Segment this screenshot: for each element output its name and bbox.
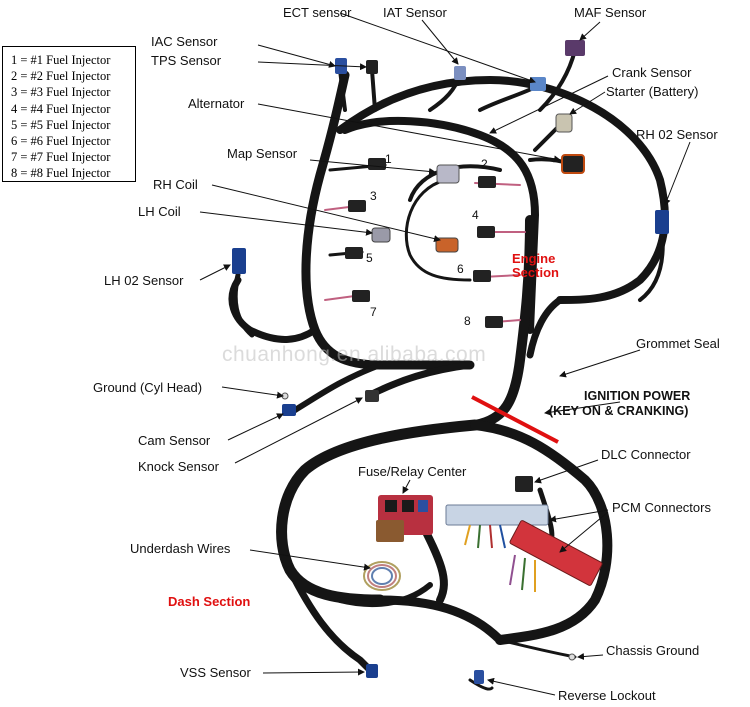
connectors <box>232 40 669 684</box>
crank-connector <box>555 113 573 133</box>
label-reverse-lockout: Reverse Lockout <box>558 688 656 703</box>
fuse-relay-base <box>376 520 404 542</box>
injector-number-1: 1 <box>385 152 392 166</box>
iat-connector <box>454 66 466 80</box>
leader-lines <box>199 12 691 696</box>
injector-number-6: 6 <box>457 262 464 276</box>
ignition-power-marker <box>471 395 559 444</box>
label-engine-section: Engine Section <box>512 251 559 280</box>
label-crank-sensor: Crank Sensor <box>612 65 692 80</box>
legend-item: 1 = #1 Fuel Injector <box>11 53 111 67</box>
label-starter: Starter (Battery) <box>606 84 699 99</box>
injector-1 <box>368 158 386 170</box>
label-alternator: Alternator <box>188 96 245 111</box>
injector-4 <box>477 226 495 238</box>
legend-item: 8 = #8 Fuel Injector <box>11 166 111 181</box>
map-connector <box>436 164 460 184</box>
label-maf-sensor: MAF Sensor <box>574 5 647 20</box>
legend-item: 2 = #2 Fuel Injector <box>11 69 111 84</box>
label-dash-section: Dash Section <box>168 594 251 609</box>
legend-item: 4 = #4 Fuel Injector <box>11 101 111 116</box>
label-iac-sensor: IAC Sensor <box>151 34 218 49</box>
reverse-connector <box>474 670 484 684</box>
injector-number-7: 7 <box>370 305 377 319</box>
label-vss-sensor: VSS Sensor <box>180 665 251 680</box>
knock-connector <box>365 390 379 402</box>
injector-number-3: 3 <box>370 189 377 203</box>
label-iat-sensor: IAT Sensor <box>383 5 447 20</box>
legend-item: 5 = #5 Fuel Injector <box>11 117 111 132</box>
injector-number-4: 4 <box>472 208 479 222</box>
label-ignition-power: IGNITION POWER <box>584 389 691 403</box>
injector-8 <box>485 316 503 328</box>
legend-item: 3 = #3 Fuel Injector <box>11 85 111 100</box>
cam-connector <box>282 404 296 416</box>
label-pcm-connectors: PCM Connectors <box>612 500 711 515</box>
label-grommet-seal: Grommet Seal <box>636 336 720 351</box>
label-dlc-connector: DLC Connector <box>601 447 691 462</box>
injector-3 <box>348 200 366 212</box>
label-lh-o2-sensor: LH 02 Sensor <box>104 273 184 288</box>
maf-connector <box>565 40 585 56</box>
injector-7 <box>352 290 370 302</box>
label-chassis-ground: Chassis Ground <box>606 643 700 658</box>
tps-connector <box>366 60 378 74</box>
label-tps-sensor: TPS Sensor <box>151 53 222 68</box>
vss-connector <box>366 664 378 678</box>
chassis-ground-terminal <box>568 653 576 661</box>
alternator-connector <box>561 154 585 174</box>
label-ect-sensor: ECT sensor <box>283 5 352 20</box>
legend-item: 6 = #6 Fuel Injector <box>11 134 111 149</box>
label-fuse-relay-center: Fuse/Relay Center <box>358 464 467 479</box>
label-map-sensor: Map Sensor <box>227 146 298 161</box>
lh-coil-connector <box>435 237 459 253</box>
pcm-connector-blue <box>445 504 549 526</box>
ect-connector <box>530 77 546 91</box>
label-rh-coil: RH Coil <box>153 177 198 192</box>
dlc-connector <box>515 476 533 492</box>
watermark: chuanhong.en.alibaba.com <box>222 343 487 366</box>
injector-number-8: 8 <box>464 314 471 328</box>
injector-5 <box>345 247 363 259</box>
label-cam-sensor: Cam Sensor <box>138 433 211 448</box>
rh-coil-connector <box>371 227 391 243</box>
label-ground-cyl-head: Ground (Cyl Head) <box>93 380 203 395</box>
injector-6 <box>473 270 491 282</box>
injector-legend: 1 = #1 Fuel Injector 2 = #2 Fuel Injecto… <box>2 46 136 182</box>
legend-item: 7 = #7 Fuel Injector <box>11 150 111 165</box>
lh-o2-connector <box>232 248 246 274</box>
label-underdash-wires: Underdash Wires <box>130 541 231 556</box>
harness-wires <box>228 48 669 691</box>
label-knock-sensor: Knock Sensor <box>138 459 219 474</box>
rh-o2-connector <box>655 210 669 234</box>
pcm-connector-red <box>509 520 603 586</box>
label-lh-coil: LH Coil <box>138 204 181 219</box>
injector-2 <box>478 176 496 188</box>
label-key-on-cranking: (KEY ON & CRANKING) <box>549 404 689 418</box>
injector-number-5: 5 <box>366 251 373 265</box>
injector-number-2: 2 <box>481 157 488 171</box>
label-rh-o2-sensor: RH 02 Sensor <box>636 127 718 142</box>
